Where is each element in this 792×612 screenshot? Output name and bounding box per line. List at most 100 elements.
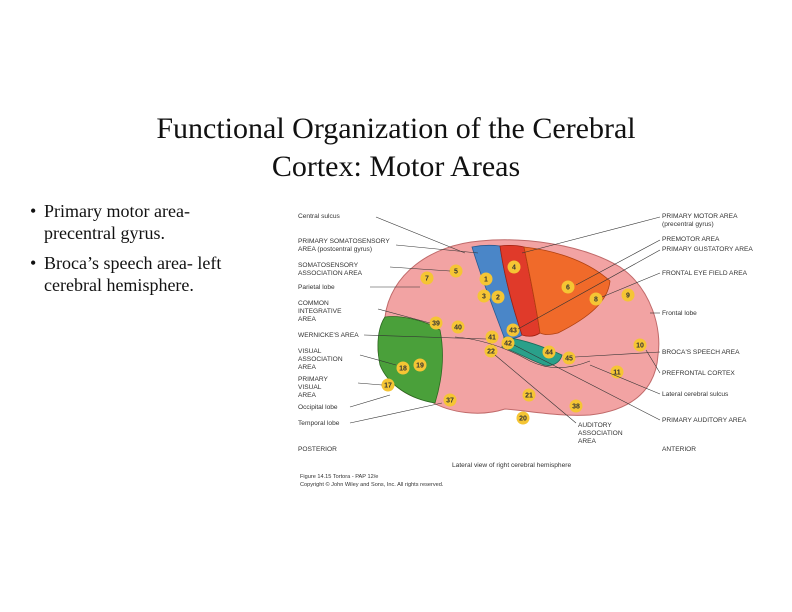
figure-view-caption: Lateral view of right cerebral hemispher…: [452, 462, 571, 469]
area-number: 18: [399, 366, 407, 373]
area-number: 5: [454, 269, 458, 276]
area-marker: [477, 289, 491, 303]
area-marker: [484, 344, 498, 358]
leader-lines: [349, 216, 661, 424]
label-premotor-area: PREMOTOR AREA: [662, 236, 720, 243]
area-marker: [479, 272, 493, 286]
leader-line: [349, 402, 443, 424]
lateral-sulcus-line: [454, 336, 591, 369]
slide-title-line-1: Functional Organization of the Cerebral: [156, 112, 636, 145]
area-marker: [396, 361, 410, 375]
area-number: 3: [482, 294, 486, 301]
visual-area-region: [377, 316, 443, 404]
area-number: 6: [566, 285, 570, 292]
area-marker: [633, 338, 647, 352]
label-prefrontal-cortex: PREFRONTAL CORTEX: [662, 370, 735, 377]
label-frontal-eye-field: FRONTAL EYE FIELD AREA: [662, 270, 748, 277]
label-parietal-lobe: Parietal lobe: [298, 284, 335, 291]
leader-line: [395, 244, 479, 254]
area-number: 8: [594, 297, 598, 304]
area-marker: [516, 411, 530, 425]
leader-line: [513, 344, 661, 421]
label-occipital-lobe: Occipital lobe: [298, 404, 338, 411]
label-visual-association: AREA: [298, 364, 317, 371]
label-somatosensory-area: AREA (postcentral gyrus): [298, 246, 372, 253]
bottom-labels: AUDITORY ASSOCIATION AREA Lateral view o…: [300, 422, 623, 488]
label-somatosensory-association: SOMATOSENSORY: [298, 262, 359, 269]
bullet-text-line: Primary motor area-: [44, 201, 190, 221]
label-primary-motor-area: PRIMARY MOTOR AREA: [662, 213, 738, 220]
label-primary-gustatory-area: PRIMARY GUSTATORY AREA: [662, 246, 753, 253]
bullet-list: • Primary motor area- precentral gyrus. …: [30, 200, 280, 304]
area-marker: [429, 316, 443, 330]
area-number: 39: [432, 321, 440, 328]
area-marker: [443, 393, 457, 407]
label-primary-visual: VISUAL: [298, 384, 322, 391]
bullet-item-motor-area: • Primary motor area- precentral gyrus.: [30, 200, 280, 244]
label-visual-association: ASSOCIATION: [298, 356, 343, 363]
area-number: 42: [504, 341, 512, 348]
label-lateral-cerebral-sulcus: Lateral cerebral sulcus: [662, 391, 729, 398]
area-marker: [501, 336, 515, 350]
area-marker: [449, 264, 463, 278]
area-number: 9: [626, 293, 630, 300]
leader-line: [517, 249, 661, 330]
label-common-integrative: INTEGRATIVE: [298, 308, 342, 315]
leader-line: [389, 266, 451, 272]
leader-line: [589, 364, 661, 395]
label-common-integrative: AREA: [298, 316, 317, 323]
leader-line: [377, 308, 431, 324]
area-number: 19: [416, 363, 424, 370]
leader-line: [357, 382, 383, 386]
area-number: 37: [446, 398, 454, 405]
right-labels: PRIMARY MOTOR AREA (precentral gyrus) PR…: [662, 213, 753, 453]
bullet-marker: •: [30, 201, 37, 221]
label-auditory-association: AUDITORY: [578, 422, 612, 429]
area-marker: [621, 288, 635, 302]
bullet-text-line: precentral gyrus.: [44, 223, 165, 243]
leader-line: [601, 272, 661, 298]
label-broca-speech-area: BROCA'S SPEECH AREA: [662, 349, 740, 356]
area-marker: [413, 358, 427, 372]
leader-line: [359, 354, 397, 366]
area-marker: [569, 399, 583, 413]
area-marker: [451, 320, 465, 334]
area-number: 43: [509, 328, 517, 335]
leader-line: [574, 351, 661, 358]
area-marker: [589, 292, 603, 306]
area-markers: 1 2 3 4 5 6 7 8 9 10 11 17 18 19 20 21 2…: [381, 260, 647, 425]
area-number: 44: [545, 350, 553, 357]
area-number: 7: [425, 276, 429, 283]
label-somatosensory-area: PRIMARY SOMATOSENSORY: [298, 238, 390, 245]
area-number: 38: [572, 404, 580, 411]
label-primary-visual: PRIMARY: [298, 376, 329, 383]
area-marker: [562, 351, 576, 365]
area-number: 4: [512, 265, 516, 272]
area-number: 17: [384, 383, 392, 390]
leader-line: [363, 334, 487, 340]
area-marker: [507, 260, 521, 274]
leader-line: [349, 394, 391, 408]
auditory-area-region: [501, 336, 563, 366]
area-number: 41: [488, 335, 496, 342]
label-central-sulcus: Central sulcus: [298, 213, 340, 220]
area-number: 45: [565, 356, 573, 363]
label-common-integrative: COMMON: [298, 300, 329, 307]
area-marker: [542, 345, 556, 359]
area-number: 20: [519, 416, 527, 423]
area-number: 1: [484, 277, 488, 284]
label-auditory-association: ASSOCIATION: [578, 430, 623, 437]
leader-line: [521, 216, 661, 254]
area-number: 21: [525, 393, 533, 400]
leader-line: [645, 349, 661, 374]
label-primary-visual: AREA: [298, 392, 317, 399]
figure-copyright: Copyright © John Wiley and Sons, Inc. Al…: [300, 481, 444, 488]
label-temporal-lobe: Temporal lobe: [298, 420, 340, 427]
bullet-marker: •: [30, 253, 37, 273]
left-labels: Central sulcus PRIMARY SOMATOSENSORY ARE…: [298, 213, 390, 453]
slide-title-line-2: Cortex: Motor Areas: [271, 150, 521, 183]
label-wernicke-area: WERNICKE'S AREA: [298, 332, 359, 339]
brain-figure: 1 2 3 4 5 6 7 8 9 10 11 17 18 19 20 21 2…: [290, 205, 770, 495]
leader-line: [575, 239, 661, 286]
label-frontal-lobe: Frontal lobe: [662, 310, 697, 317]
